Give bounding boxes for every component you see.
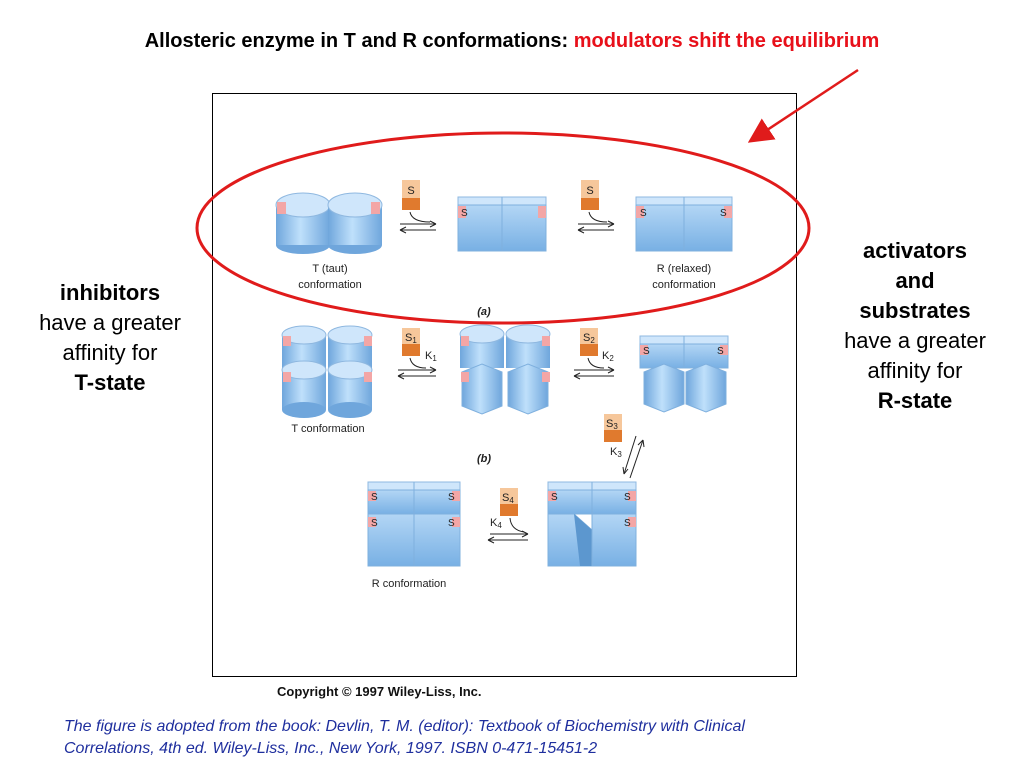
inhibitors-line2: have a greater <box>39 310 181 335</box>
activators-note: activators and substrates have a greater… <box>815 236 1015 416</box>
r-state-label: R-state <box>877 388 953 413</box>
substrate-label-a1: S <box>407 185 414 197</box>
substrate-label-a2: S <box>586 185 593 197</box>
s4-label: S <box>502 492 509 504</box>
title-highlight: modulators shift the equilibrium <box>573 30 880 52</box>
activators-line5: affinity for <box>867 358 963 383</box>
s1-label: S <box>405 332 412 344</box>
activators-label: activators <box>863 238 967 263</box>
svg-text:S3: S3 <box>606 418 618 431</box>
highlight-ellipse <box>195 131 811 325</box>
substrates-label: substrates <box>859 298 971 323</box>
r-dimer-a: S S <box>635 196 733 252</box>
copyright-notice: Copyright © 1997 Wiley-Liss, Inc. <box>277 684 482 699</box>
site-label-n1: S <box>551 492 558 503</box>
svg-text:S4: S4 <box>502 492 514 505</box>
equilibrium-arrows-b3 <box>622 435 645 479</box>
substrate-block-a1: S <box>402 180 420 210</box>
substrate-block-s4: S4 K4 <box>490 488 518 530</box>
equilibrium-arrows-b4 <box>487 517 529 544</box>
s3-label: S <box>606 418 613 430</box>
svg-text:K1: K1 <box>425 350 437 363</box>
equilibrium-arrows-b2 <box>573 357 615 380</box>
t-state-label: T-state <box>74 370 146 395</box>
r-conformation-caption: R conformation <box>372 578 447 590</box>
site-label-n3: S <box>624 518 631 529</box>
site-label-r3: S <box>371 518 378 529</box>
equilibrium-arrows-a2 <box>577 211 615 234</box>
inhibitors-note: inhibitors have a greater affinity for T… <box>10 278 210 398</box>
panel-b-label: (b) <box>477 453 491 465</box>
activators-line4: have a greater <box>844 328 986 353</box>
site-label-a3: S <box>720 208 727 219</box>
svg-text:K4: K4 <box>490 517 502 530</box>
inhibitors-line3: affinity for <box>62 340 158 365</box>
t-dimer-a <box>275 192 383 254</box>
r-tetramer-b: S S S S <box>367 481 461 567</box>
near-r-tetramer-b: S S S <box>547 481 637 567</box>
inhibitors-label: inhibitors <box>59 280 161 305</box>
t-caption-2: conformation <box>298 279 362 291</box>
intermediate-dimer-a: S <box>457 196 547 252</box>
site-label-r4: S <box>448 518 455 529</box>
substrate-block-s1: S1 K1 <box>402 328 437 363</box>
citation: The figure is adopted from the book: Dev… <box>64 716 964 760</box>
svg-text:S2: S2 <box>583 332 595 345</box>
intermediate-tetramer-b <box>459 324 551 415</box>
k3-sub: 3 <box>617 450 622 459</box>
t-conformation-caption: T conformation <box>291 423 364 435</box>
slide-title: Allosteric enzyme in T and R conformatio… <box>0 30 1024 53</box>
site-label-r2: S <box>448 492 455 503</box>
site-label-a2: S <box>640 208 647 219</box>
panel-a-label: (a) <box>477 306 491 318</box>
s4-sub: 4 <box>509 496 514 505</box>
s3-sub: 3 <box>613 422 618 431</box>
substrate-block-s2: S2 K2 <box>580 328 614 363</box>
r-caption-2: conformation <box>652 279 716 291</box>
equilibrium-arrows-b1 <box>397 357 437 380</box>
k2-label: K <box>602 350 610 362</box>
k3-label: K <box>610 446 618 458</box>
s2-label: S <box>583 332 590 344</box>
k1-sub: 1 <box>432 354 437 363</box>
site-label-b1: S <box>643 346 650 357</box>
k1-label: K <box>425 350 433 362</box>
t-tetramer-b <box>281 325 373 418</box>
k2-sub: 2 <box>609 354 614 363</box>
title-main: Allosteric enzyme in T and R conformatio… <box>144 30 574 52</box>
site-label-b2: S <box>717 346 724 357</box>
equilibrium-arrows-a1 <box>399 211 437 234</box>
citation-line1: The figure is adopted from the book: Dev… <box>64 718 745 735</box>
s1-sub: 1 <box>412 336 417 345</box>
svg-text:K3: K3 <box>610 446 622 459</box>
and-label: and <box>895 268 935 293</box>
site-label-r1: S <box>371 492 378 503</box>
svg-text:S1: S1 <box>405 332 417 345</box>
substrate-block-s3: S3 K3 <box>604 414 622 459</box>
red-pointer-arrow <box>747 68 859 143</box>
mixed-tetramer-b: S S <box>639 335 729 413</box>
site-label-a1: S <box>461 208 468 219</box>
s2-sub: 2 <box>590 336 595 345</box>
substrate-block-a2: S <box>581 180 599 210</box>
k4-sub: 4 <box>497 521 502 530</box>
citation-line2: Correlations, 4th ed. Wiley-Liss, Inc., … <box>64 740 598 757</box>
site-label-n2: S <box>624 492 631 503</box>
k4-label: K <box>490 517 498 529</box>
t-caption-1: T (taut) <box>312 263 347 275</box>
r-caption-1: R (relaxed) <box>657 263 711 275</box>
svg-text:K2: K2 <box>602 350 614 363</box>
